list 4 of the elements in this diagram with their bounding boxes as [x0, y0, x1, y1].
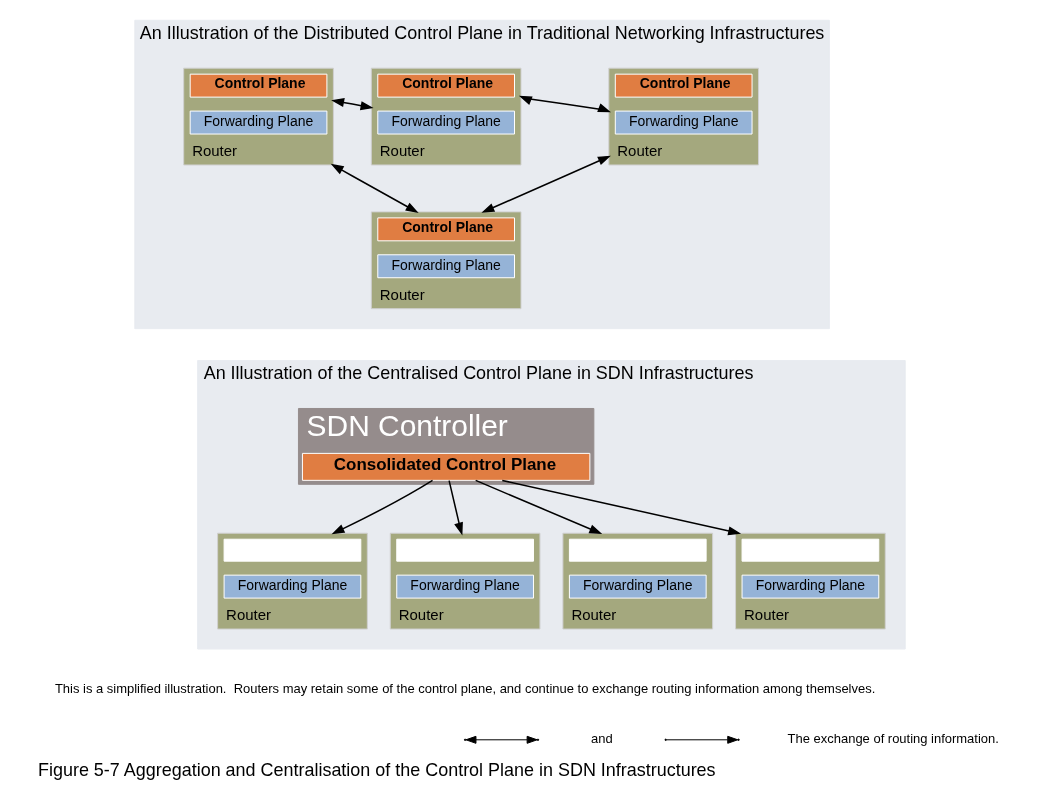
- label: and: [590, 731, 613, 747]
- legend-label: The exchange of routing information.: [787, 731, 999, 747]
- caption: Figure 5-7 Aggregation and Centralisation of the Control Plane in SDN Infrastructures: [37, 760, 716, 781]
- label: This is a simplified illustration. Routers may retain some of the control plane, and continue to exchange routing information among themselves.: [54, 681, 875, 697]
